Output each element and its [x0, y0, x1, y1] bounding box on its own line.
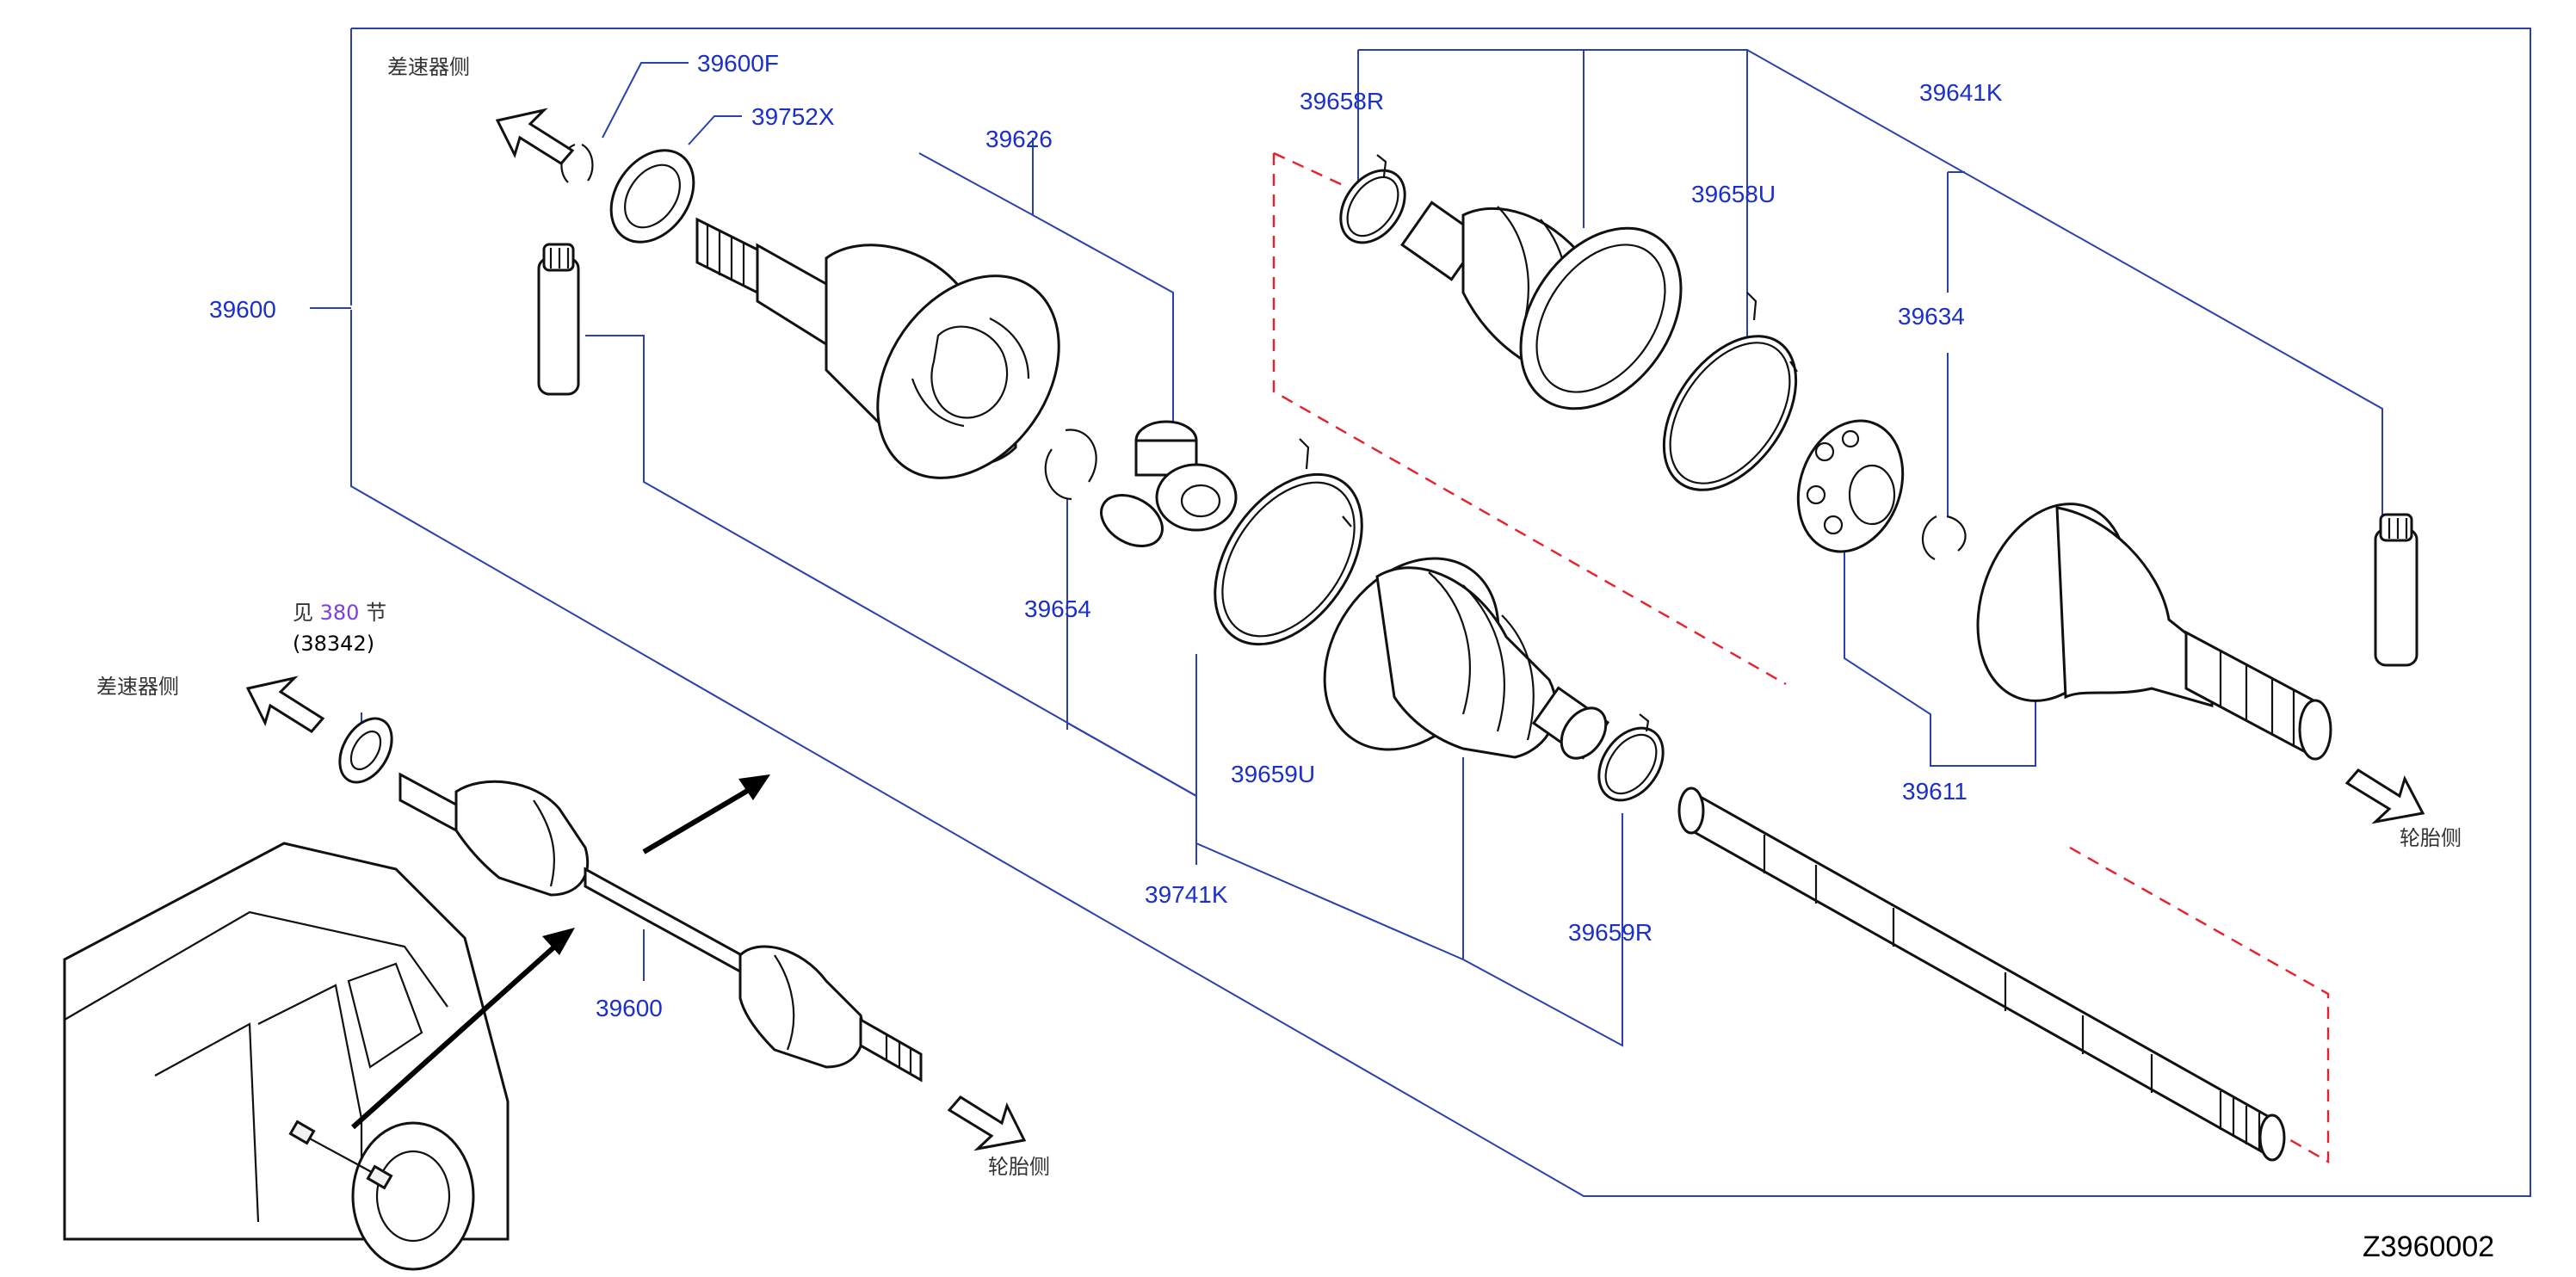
vehicle-illustration — [63, 842, 510, 1271]
assembly-outline — [350, 28, 2531, 1197]
label-diff-side-upper: 差速器侧 — [387, 55, 470, 79]
outer-boot — [1400, 200, 1683, 410]
arrow-wheel-side-lower — [947, 1095, 1027, 1151]
boot-band-39658R — [1339, 154, 1406, 244]
part-label-39600-inset[interactable]: 39600 — [596, 995, 663, 1021]
snap-ring-39654 — [1044, 429, 1097, 501]
big-arrow-from-vehicle — [350, 928, 575, 1130]
part-label-39611[interactable]: 39611 — [1902, 778, 1968, 805]
figure-code: Z3960002 — [2363, 1231, 2495, 1263]
leader-lines — [361, 49, 2383, 1047]
boot-band-39658U — [1662, 292, 1798, 491]
inner-joint-housing-39626 — [695, 217, 1060, 479]
guide-dashed-upper — [1272, 151, 1787, 686]
inset-bearing-38342 — [338, 717, 393, 784]
see-prefix: 见 — [293, 601, 313, 625]
part-label-39600F[interactable]: 39600F — [697, 50, 779, 77]
tripod-spider — [1100, 420, 1238, 547]
boot-band-39659U — [1214, 438, 1363, 646]
inner-boot — [1323, 557, 1610, 760]
part-label-39626[interactable]: 39626 — [985, 126, 1053, 152]
snap-ring-39634 — [1921, 515, 1967, 560]
oil-seal-39752X — [609, 149, 695, 244]
boot-band-39659R — [1597, 713, 1665, 802]
part-label-39741K[interactable]: 39741K — [1145, 881, 1228, 908]
ball-cage — [1796, 419, 1905, 553]
big-arrow-to-exploded-view — [642, 774, 770, 854]
part-label-39658U[interactable]: 39658U — [1691, 181, 1776, 207]
arrow-diff-side-upper — [495, 108, 575, 165]
part-label-39634[interactable]: 39634 — [1898, 303, 1965, 330]
drive-shaft — [1677, 787, 2286, 1162]
label-wheel-side-lower: 轮胎侧 — [988, 1155, 1050, 1179]
part-label-39654[interactable]: 39654 — [1024, 595, 1091, 622]
part-label-39641K[interactable]: 39641K — [1919, 79, 2003, 106]
arrow-wheel-side-right — [2344, 768, 2425, 824]
part-label-39659R[interactable]: 39659R — [1568, 919, 1653, 946]
inset-drive-shaft-assembly — [398, 772, 923, 1083]
grease-tube-right — [2374, 513, 2418, 667]
grease-tube-left — [537, 243, 580, 396]
see-part-number: (38342) — [293, 632, 375, 656]
label-wheel-side-right: 轮胎侧 — [2400, 826, 2462, 850]
part-label-39600-main[interactable]: 39600 — [209, 296, 276, 323]
see-suffix: 节 — [366, 601, 387, 625]
part-label-39659U[interactable]: 39659U — [1231, 761, 1316, 787]
arrow-diff-side-lower — [245, 676, 325, 733]
part-label-39658R[interactable]: 39658R — [1300, 88, 1385, 114]
see-section-number[interactable]: 380 — [319, 601, 360, 625]
label-diff-side-lower: 差速器侧 — [96, 675, 179, 699]
part-label-39752X[interactable]: 39752X — [751, 103, 835, 130]
outer-joint — [1976, 503, 2332, 761]
see-section-reference: 见 380 节 — [293, 602, 386, 623]
